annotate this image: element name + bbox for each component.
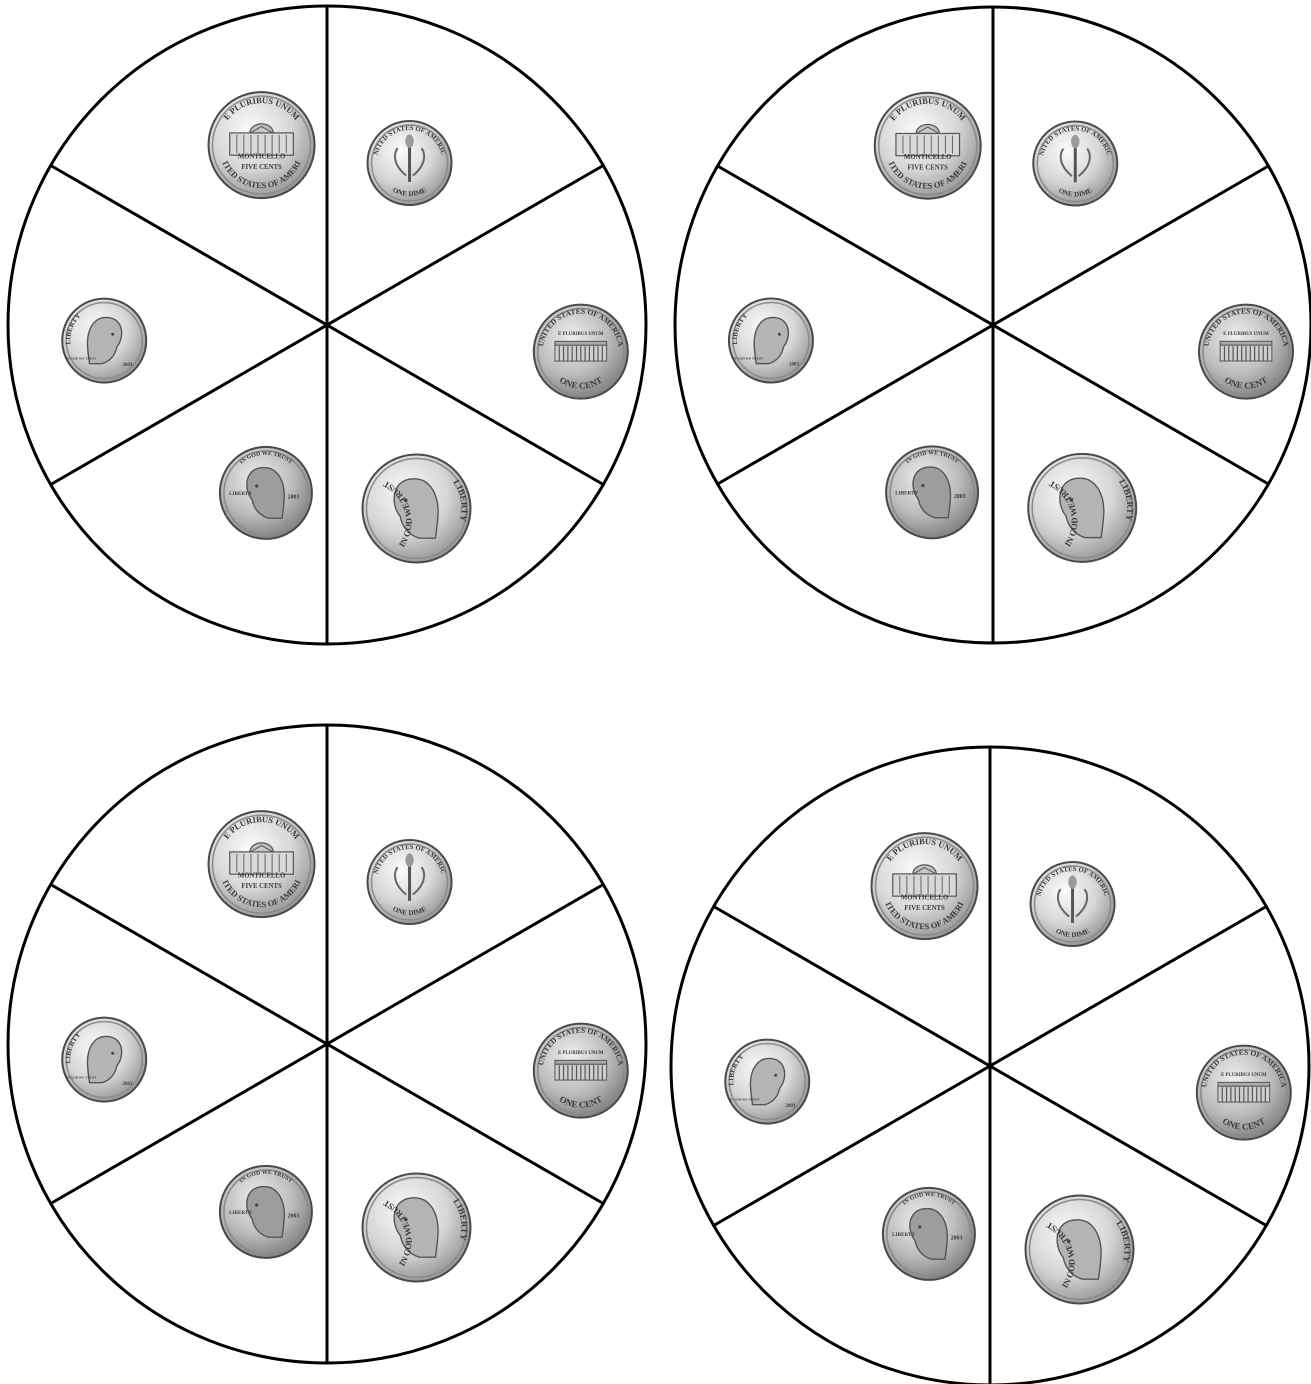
coin-lettering: FIVE CENTS [241,164,282,171]
coin-lettering: 2003 [122,1081,133,1087]
coin-lettering: FIVE CENTS [241,883,282,890]
coin-lettering: IN GOD WE TRUST [733,356,764,360]
coin-lettering: FIVE CENTS [904,905,945,912]
coin-lettering: MONTICELLO [238,872,285,879]
coin-lettering: UNITED STATES OF AMERICA [0,0,966,931]
coin-lettering: 2003 [954,494,966,500]
coin-lettering: UNITED STATES OF AMERICA [0,0,969,191]
coin-lettering: E PLURIBUS UNUM [1223,332,1269,337]
coin-lettering: E PLURIBUS UNUM [1221,1073,1267,1078]
coin-lettering: 2003 [785,1103,796,1109]
coin-lettering: LIBERTY [895,491,918,497]
coin-lettering: MONTICELLO [901,894,948,901]
coin-lettering: 2003 [789,362,800,368]
coin-lettering: MONTICELLO [238,153,285,160]
coin-lettering: MONTICELLO [904,154,951,161]
coin-lettering: LIBERTY [892,1232,915,1238]
coin-lettering: E PLURIBUS UNUM [558,1051,604,1056]
coin-lettering: LIBERTY [229,491,252,497]
coin-lettering: LIBERTY [229,1210,252,1216]
coin-lettering: 2003 [122,362,133,368]
coin-lettering: IN GOD WE TRUST [729,1097,760,1101]
coin-lettering: 2003 [288,494,300,500]
coin-lettering: IN GOD WE TRUST [66,356,97,360]
coin-lettering: IN GOD WE TRUST [66,1075,97,1079]
coin-lettering: 2003 [951,1235,963,1241]
coin-lettering: E PLURIBUS UNUM [558,332,604,337]
coin-lettering: FIVE CENTS [908,165,949,172]
spinner-top-left: E PLURIBUS UNUM MONTICELLO FIVE CENTS UNITE… [0,0,646,644]
spinner-bottom-left: E PLURIBUS UNUM MONTICELLO FIVE CENTS UNITE… [0,0,646,1363]
coin-lettering: 2003 [288,1213,300,1219]
